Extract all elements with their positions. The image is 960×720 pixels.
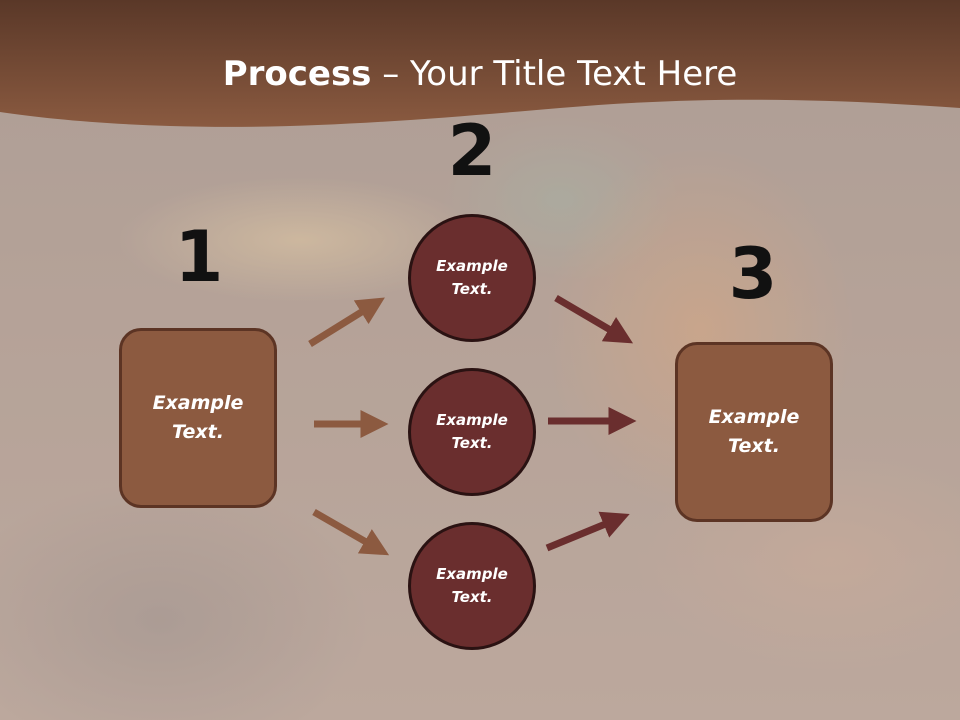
circle-2: Example Text. (408, 368, 536, 496)
step-number-3: 3 (728, 233, 778, 315)
circle-1: Example Text. (408, 214, 536, 342)
slide-title: Process – Your Title Text Here (0, 52, 960, 96)
step-3-box: Example Text. (675, 342, 833, 522)
step-number-2: 2 (447, 110, 497, 192)
arrow-circle-1-to-right (554, 294, 634, 344)
title-bold: Process (222, 54, 372, 94)
step-1-label: Example Text. (152, 392, 244, 443)
arrow-circle-3-to-right (545, 511, 630, 552)
circle-3-label: Example Text. (436, 565, 508, 606)
circle-1-label: Example Text. (436, 257, 508, 298)
step-1-box: Example Text. (119, 328, 277, 508)
arrow-left-to-circle-3 (312, 508, 390, 556)
header-wave (0, 0, 960, 127)
step-number-1: 1 (174, 216, 224, 298)
circle-3: Example Text. (408, 522, 536, 650)
title-rest: – Your Title Text Here (371, 54, 738, 94)
step-3-label: Example Text. (708, 406, 800, 457)
circle-2-label: Example Text. (436, 411, 508, 452)
arrow-left-to-circle-1 (308, 297, 385, 347)
